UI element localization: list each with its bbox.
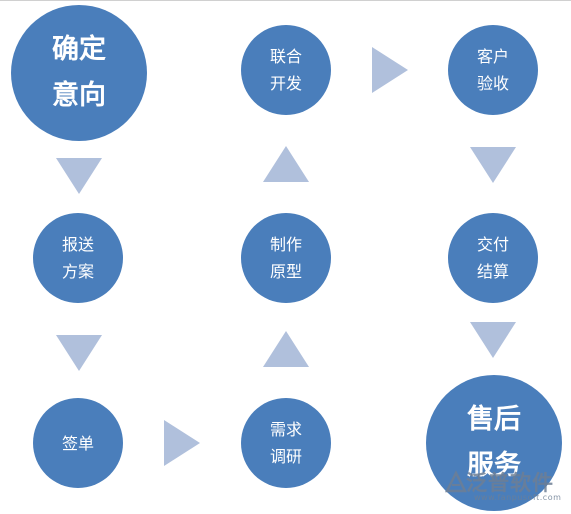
watermark-logo-icon xyxy=(444,470,468,493)
watermark-url: www.fanpusoft.com xyxy=(474,493,562,502)
node-make-prototype: 制作 原型 xyxy=(241,213,331,303)
node-requirements-research: 需求 调研 xyxy=(241,398,331,488)
node-label: 签单 xyxy=(61,433,94,453)
arrow-down-icon xyxy=(56,158,102,194)
watermark-text: 泛普软件 xyxy=(466,471,554,495)
node-label: 制作 原型 xyxy=(269,235,302,281)
watermark: 泛普软件 www.fanpusoft.com xyxy=(444,467,568,507)
node-delivery-settlement: 交付 结算 xyxy=(448,213,538,303)
arrow-right-icon xyxy=(164,420,200,466)
node-confirm-intent: 确定 意向 xyxy=(11,5,147,141)
arrow-up-icon xyxy=(263,146,309,182)
node-sign: 签单 xyxy=(33,398,123,488)
arrow-down-icon xyxy=(56,335,102,371)
node-label: 售后 服务 xyxy=(467,404,521,481)
node-customer-acceptance: 客户 验收 xyxy=(448,25,538,115)
arrow-down-icon xyxy=(470,147,516,183)
arrow-down-icon xyxy=(470,322,516,358)
node-label: 交付 结算 xyxy=(476,235,509,281)
node-send-proposal: 报送 方案 xyxy=(33,213,123,303)
arrow-up-icon xyxy=(263,331,309,367)
node-label: 客户 验收 xyxy=(476,47,509,93)
arrow-right-icon xyxy=(372,47,408,93)
node-label: 确定 意向 xyxy=(52,34,106,111)
node-label: 报送 方案 xyxy=(61,235,94,281)
node-label: 联合 开发 xyxy=(269,47,302,93)
node-label: 需求 调研 xyxy=(269,420,302,466)
node-joint-development: 联合 开发 xyxy=(241,25,331,115)
